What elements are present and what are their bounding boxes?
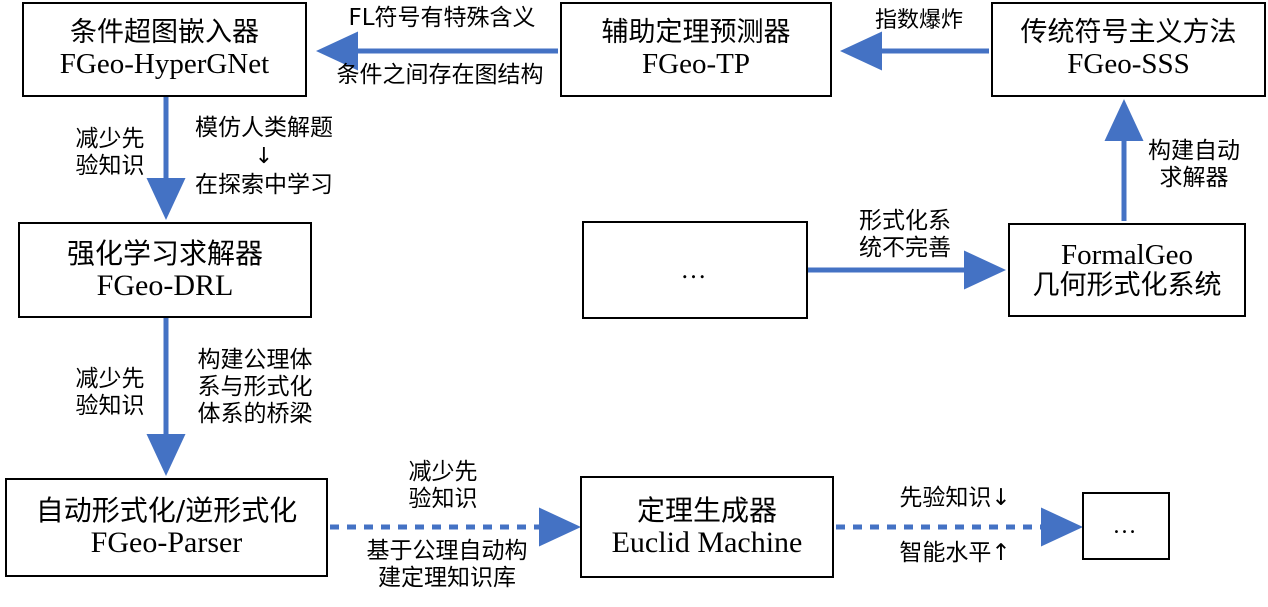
node-formalgeo[interactable]: FormalGeo 几何形式化系统 [1008,223,1246,317]
edge-label-tp-to-hypergnet-top: FL符号有特殊含义 [348,5,536,31]
node-parser-line1: 自动形式化/逆形式化 [35,494,298,528]
edge-label-hypergnet-to-drl-arrow: ↓ [254,144,274,169]
node-ellipsis-end[interactable]: … [1082,492,1170,560]
node-drl-line1: 强化学习求解器 [66,236,263,270]
edge-label-parser-to-euclid-top: 减少先 验知识 [408,459,478,513]
node-fgeo-parser[interactable]: 自动形式化/逆形式化 FGeo-Parser [5,478,328,577]
edge-label-drl-to-parser-right: 构建公理体 系与形式化 体系的桥梁 [197,347,313,428]
edge-label-hypergnet-to-drl-top: 模仿人类解题 [195,115,333,141]
node-euclid-line2: Euclid Machine [611,525,803,559]
node-fgeo-drl[interactable]: 强化学习求解器 FGeo-DRL [18,222,312,318]
node-formalgeo-line2: 几何形式化系统 [1032,270,1222,302]
edge-label-euclid-to-ellipsis-bottom: 智能水平↑ [899,540,1011,566]
node-tp-line2: FGeo-TP [642,48,750,81]
node-euclid-machine[interactable]: 定理生成器 Euclid Machine [580,476,834,578]
node-sss-line2: FGeo-SSS [1067,48,1190,81]
edge-label-ellipsis-to-formalgeo: 形式化系 统不完善 [859,208,951,262]
edge-label-drl-to-parser-left: 减少先 验知识 [75,366,145,420]
node-formalgeo-line1: FormalGeo [1060,238,1194,271]
edge-label-sss-to-tp: 指数爆炸 [874,8,963,33]
node-ellipsis-end-label: … [1112,512,1140,539]
node-fgeo-sss[interactable]: 传统符号主义方法 FGeo-SSS [991,2,1266,97]
edge-label-euclid-to-ellipsis-top: 先验知识↓ [899,485,1011,511]
edge-label-formalgeo-to-sss: 构建自动 求解器 [1148,138,1240,192]
node-sss-line1: 传统符号主义方法 [1020,17,1237,49]
node-euclid-line1: 定理生成器 [636,493,777,527]
node-tp-line1: 辅助定理预测器 [601,17,791,49]
edge-label-hypergnet-to-drl-bottom: 在探索中学习 [195,172,333,198]
node-ellipsis-middle[interactable]: … [582,221,808,319]
node-parser-line2: FGeo-Parser [90,526,243,560]
edge-label-hypergnet-to-drl-left: 减少先 验知识 [75,126,145,180]
node-hypergnet-line1: 条件超图嵌入器 [70,17,259,49]
edge-label-parser-to-euclid-bottom: 基于公理自动构 建定理知识库 [366,538,528,592]
node-fgeo-hypergnet[interactable]: 条件超图嵌入器 FGeo-HyperGNet [22,2,307,97]
node-drl-line2: FGeo-DRL [96,268,234,302]
node-ellipsis-middle-label: … [680,255,710,285]
node-hypergnet-line2: FGeo-HyperGNet [59,48,270,81]
node-fgeo-tp[interactable]: 辅助定理预测器 FGeo-TP [560,2,832,97]
edge-label-tp-to-hypergnet-bottom: 条件之间存在图结构 [336,62,544,88]
